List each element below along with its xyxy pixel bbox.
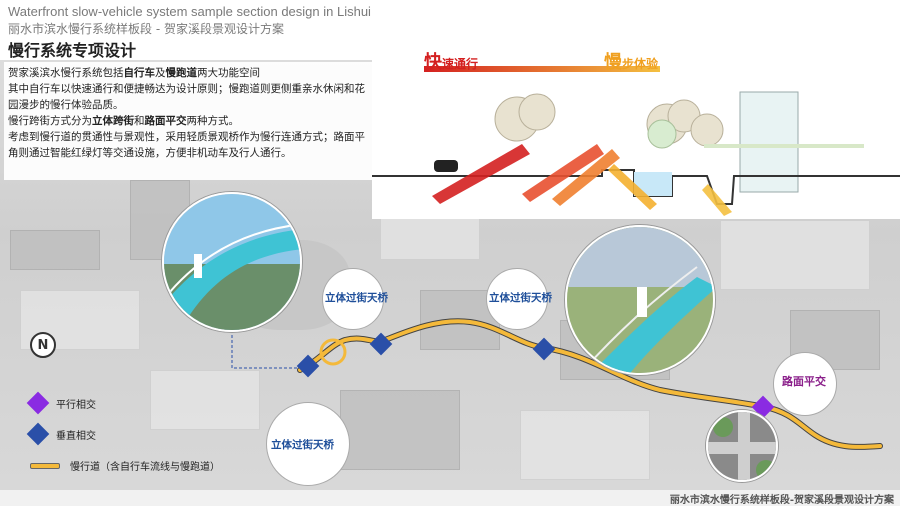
slow-lane-arrow — [702, 184, 732, 216]
label-bubble — [266, 402, 350, 486]
footer-bar: 丽水市滨水慢行系统样板段-贺家溪段景观设计方案 — [0, 490, 900, 506]
legend-path-label: 慢行道（含自行车流线与慢跑道） — [70, 462, 220, 473]
map-building — [720, 220, 870, 290]
vertical-crossing-marker[interactable] — [369, 332, 393, 356]
map-building — [340, 390, 460, 470]
bridge-label-1: 立体过街天桥 — [325, 292, 388, 304]
intersection-photo-callout[interactable] — [706, 410, 778, 482]
path-loop — [319, 338, 347, 366]
label-bubble — [773, 352, 837, 416]
label-bubble — [486, 268, 548, 330]
map-building — [10, 230, 100, 270]
title-english: Waterfront slow-vehicle system sample se… — [8, 4, 371, 19]
legend-parallel: 平行相交 — [26, 391, 96, 415]
bridge-photo-callout-1[interactable] — [162, 192, 302, 332]
intro-paragraph-1: 贺家溪滨水慢行系统包括自行车及慢跑道两大功能空间 — [8, 67, 260, 79]
fast-lane-arrow — [432, 144, 530, 204]
cross-section-diagram — [372, 44, 900, 219]
at-grade-label: 路面平交 — [782, 375, 826, 388]
legend-vertical: 垂直相交 — [26, 422, 96, 446]
lawn-strip — [704, 144, 864, 148]
legend-vertical-label: 垂直相交 — [56, 430, 96, 442]
intro-paragraph-2: 其中自行车以快速通行和便捷畅达为设计原则；慢跑道则更侧重亲水休闲和花园漫步的慢行… — [8, 83, 365, 111]
speed-gradient-bar — [424, 66, 660, 72]
slow-label: 慢步体验 — [604, 52, 659, 73]
cross-section-drawing — [372, 66, 900, 216]
intro-paragraph-4: 考虑到慢行道的贯通性与景观性，采用轻质景观桥作为慢行连通方式；路面平角则通过智能… — [8, 131, 365, 159]
intro-panel: 贺家溪滨水慢行系统包括自行车及慢跑道两大功能空间 其中自行车以快速通行和便捷畅达… — [4, 62, 374, 180]
car-icon — [434, 160, 458, 172]
footer-text: 丽水市滨水慢行系统样板段-贺家溪段景观设计方案 — [669, 495, 894, 506]
slow-lane-arrow — [608, 164, 657, 210]
page-title: 慢行系统专项设计 — [8, 41, 137, 60]
label-bubble — [322, 268, 384, 330]
bridge-label-3: 立体过街天桥 — [271, 439, 334, 451]
intro-paragraph-3: 慢行跨街方式分为立体跨街和路面平交两种方式。 — [8, 115, 239, 127]
vertical-crossing-marker[interactable] — [296, 354, 320, 378]
fast-label: 快速通行 — [424, 52, 479, 73]
bridge-label-2: 立体过街天桥 — [489, 292, 552, 304]
purple-diamond-icon — [26, 391, 50, 415]
map-building — [520, 410, 650, 480]
map-building — [150, 370, 260, 430]
bridge-photo — [164, 194, 300, 330]
title-chinese: 丽水市滨水慢行系统样板段 - 贺家溪段景观设计方案 — [8, 22, 284, 36]
mid-lane-arrow — [552, 149, 620, 206]
bridge-photo-callout-2[interactable] — [565, 225, 715, 375]
vertical-crossing-marker[interactable] — [532, 337, 556, 361]
compass-icon: N — [30, 332, 56, 358]
blue-diamond-icon — [26, 422, 50, 446]
slow-path — [298, 319, 882, 449]
fast-lane-arrow — [522, 144, 604, 202]
legend-parallel-label: 平行相交 — [56, 399, 96, 411]
bridge-photo — [567, 227, 713, 373]
yellow-path-icon — [30, 462, 60, 469]
legend-path: 慢行道（含自行车流线与慢跑道） — [30, 458, 220, 473]
